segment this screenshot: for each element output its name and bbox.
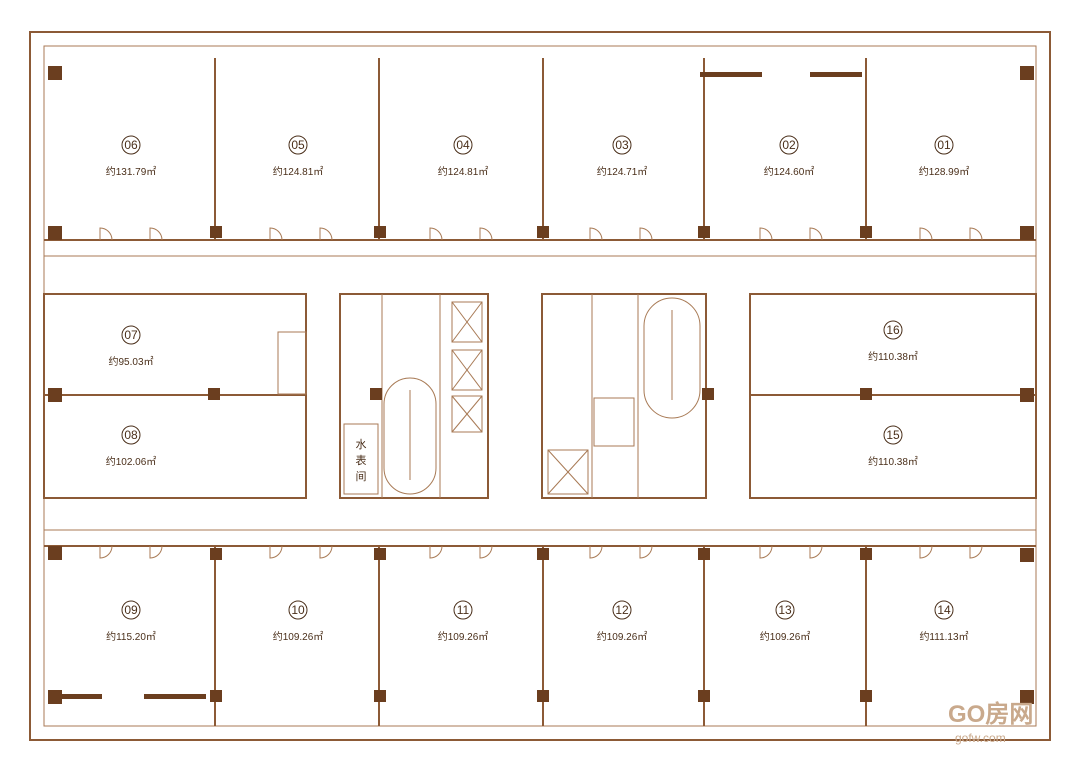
door-swing — [429, 545, 443, 559]
doors — [99, 227, 983, 559]
watermark: GO房网 gofw.com — [948, 700, 1033, 745]
door-swing — [759, 227, 773, 241]
unit-area: 约102.06㎡ — [106, 455, 157, 468]
unit-badge — [121, 600, 141, 620]
unit-number: 03 — [615, 138, 629, 152]
unit-badge — [121, 325, 141, 345]
watermark-logo: GO房网 — [948, 700, 1033, 728]
unit-area: 约110.38㎡ — [868, 350, 918, 363]
door-swing — [149, 227, 163, 241]
outer-wall — [29, 31, 1051, 741]
unit-number: 14 — [937, 603, 951, 617]
door-swing — [809, 227, 823, 241]
unit-badge — [883, 425, 903, 445]
unit-area: 约109.26㎡ — [438, 630, 489, 643]
unit-badge — [121, 425, 141, 445]
door-swing — [99, 227, 113, 241]
unit-number: 13 — [778, 603, 792, 617]
watermark-url: gofw.com — [955, 731, 1006, 745]
core-right — [541, 293, 707, 499]
west-units — [43, 293, 307, 499]
unit-badge — [612, 600, 632, 620]
door-swing — [479, 545, 493, 559]
unit-area: 约115.20㎡ — [106, 630, 156, 643]
unit-badge — [288, 135, 308, 155]
unit-area: 约95.03㎡ — [108, 355, 153, 368]
unit-area: 约124.81㎡ — [438, 165, 489, 178]
door-swing — [319, 227, 333, 241]
unit-badge — [612, 135, 632, 155]
unit-number: 04 — [456, 138, 470, 152]
door-swing — [919, 227, 933, 241]
inner-wall — [43, 45, 1037, 727]
unit-badge — [934, 600, 954, 620]
door-swing — [99, 545, 113, 559]
door-swing — [319, 545, 333, 559]
unit-number: 08 — [124, 428, 138, 442]
water-meter-char-1: 水 — [356, 438, 367, 451]
door-swing — [269, 227, 283, 241]
unit-area: 约110.38㎡ — [868, 455, 918, 468]
columns — [48, 66, 1034, 704]
door-swing — [919, 545, 933, 559]
unit-area: 约109.26㎡ — [273, 630, 324, 643]
unit-number: 11 — [457, 603, 470, 617]
unit-number: 06 — [124, 138, 138, 152]
door-swing — [639, 227, 653, 241]
unit-badge — [453, 135, 473, 155]
door-swing — [479, 227, 493, 241]
unit-area: 约109.26㎡ — [760, 630, 811, 643]
door-swing — [429, 227, 443, 241]
door-swing — [759, 545, 773, 559]
unit-area: 约131.79㎡ — [106, 165, 157, 178]
door-swing — [269, 545, 283, 559]
unit-number: 01 — [937, 138, 951, 152]
unit-labels: 06 约131.79㎡ 05 约124.81㎡ 04 约124.81㎡ 03 约124.71㎡… — [106, 135, 970, 643]
water-meter-char-3: 间 — [356, 470, 367, 483]
unit-number: 02 — [782, 138, 796, 152]
unit-badge — [883, 320, 903, 340]
unit-number: 07 — [124, 328, 138, 342]
unit-badge — [453, 600, 473, 620]
unit-area: 约124.71㎡ — [597, 165, 648, 178]
door-swing — [969, 545, 983, 559]
unit-number: 10 — [291, 603, 305, 617]
door-swing — [589, 227, 603, 241]
door-swing — [589, 545, 603, 559]
door-swing — [639, 545, 653, 559]
core-left — [339, 293, 489, 499]
water-meter-char-2: 表 — [356, 453, 367, 467]
unit-badge — [779, 135, 799, 155]
unit-area: 约124.81㎡ — [273, 165, 324, 178]
unit-badge — [775, 600, 795, 620]
door-swing — [149, 545, 163, 559]
water-meter-room-label: 水 表 间 — [356, 438, 367, 483]
unit-area: 约111.13㎡ — [919, 630, 968, 643]
unit-badge — [288, 600, 308, 620]
unit-badge — [934, 135, 954, 155]
north-partitions — [44, 58, 1036, 241]
unit-area: 约124.60㎡ — [764, 165, 815, 178]
unit-badge — [121, 135, 141, 155]
east-units — [749, 293, 1037, 499]
unit-area: 约109.26㎡ — [597, 630, 648, 643]
unit-number: 15 — [886, 428, 900, 442]
door-swing — [809, 545, 823, 559]
unit-number: 16 — [886, 323, 900, 337]
unit-number: 12 — [615, 603, 629, 617]
unit-number: 09 — [124, 603, 138, 617]
unit-number: 05 — [291, 138, 305, 152]
door-swing — [969, 227, 983, 241]
unit-area: 约128.99㎡ — [919, 165, 970, 178]
